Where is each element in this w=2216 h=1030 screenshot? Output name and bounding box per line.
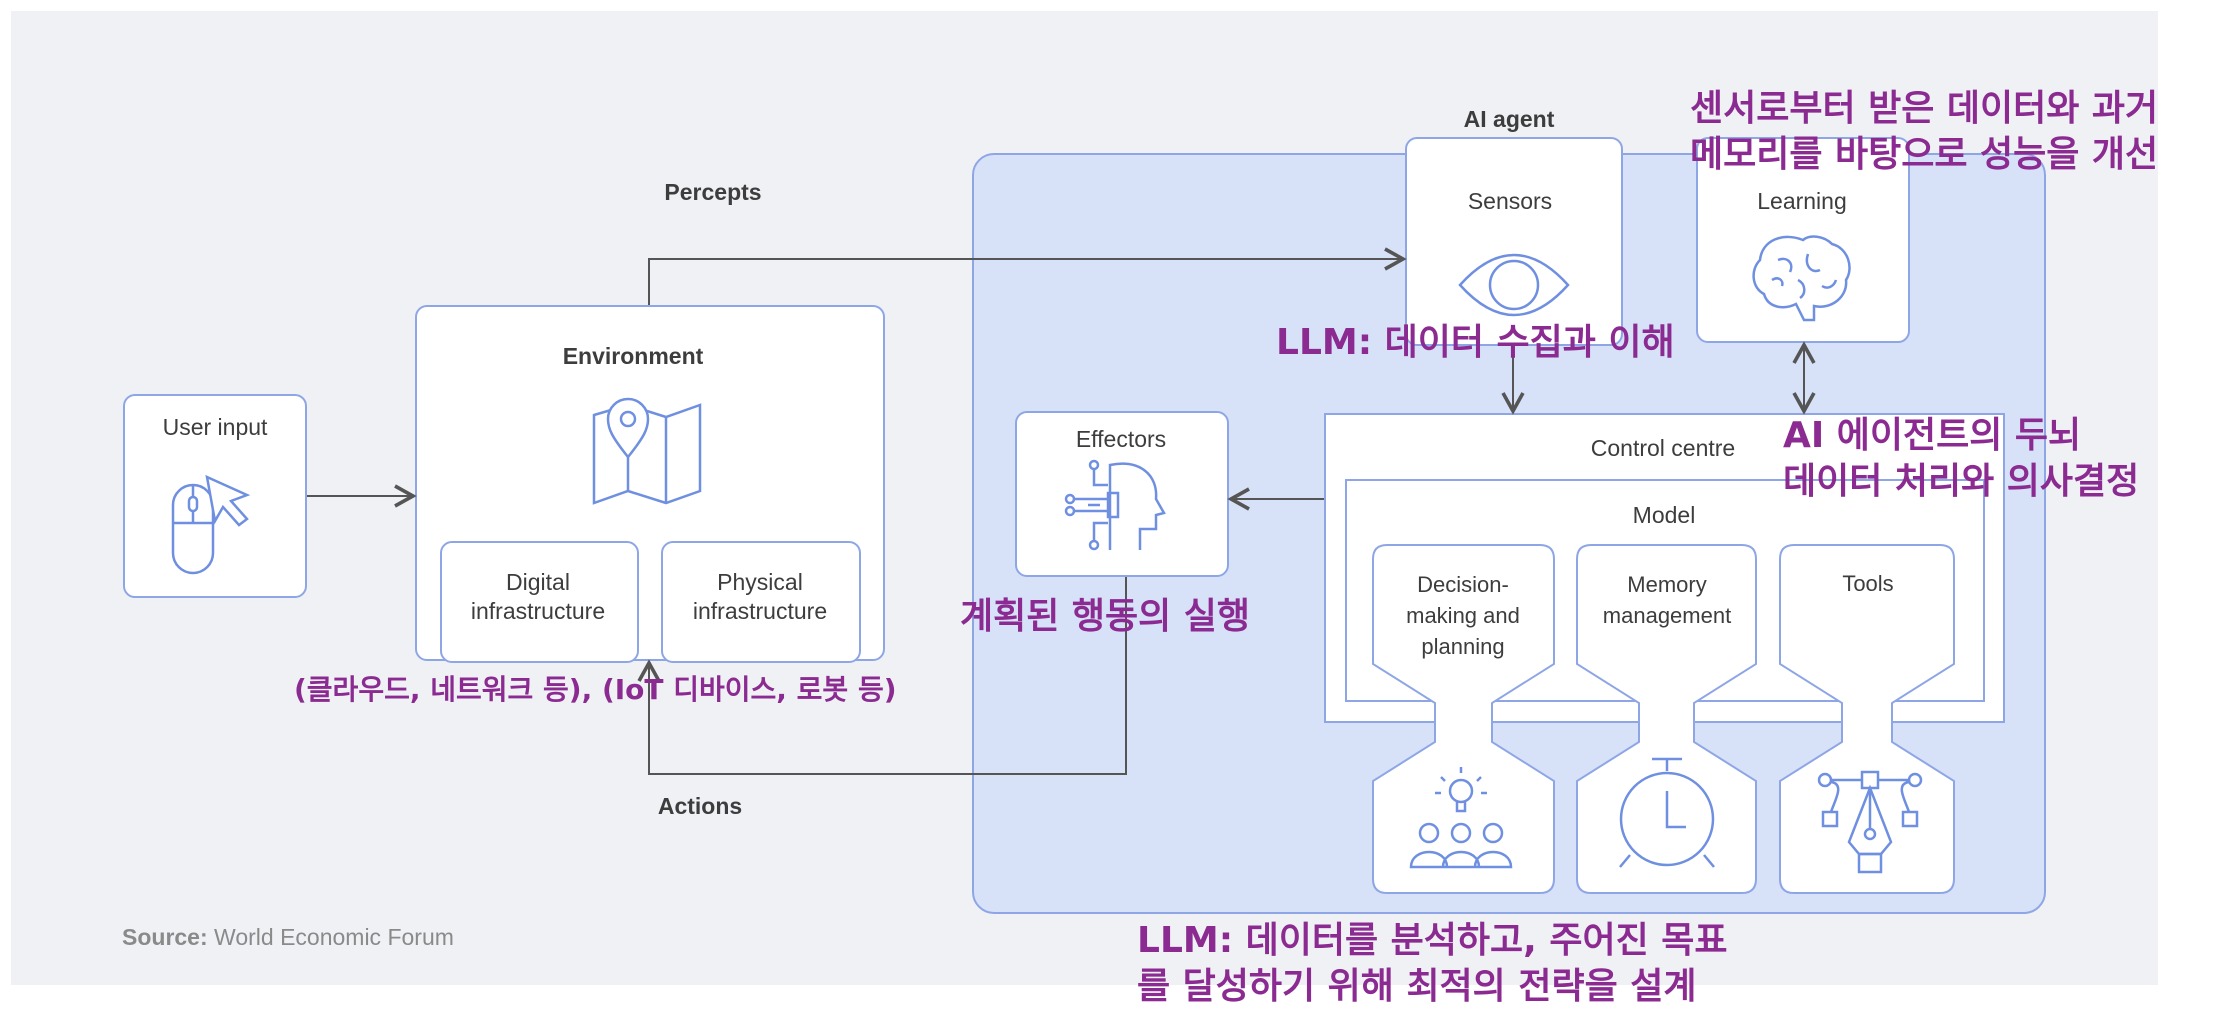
eye-icon [1458, 253, 1570, 317]
lightbulb-team-icon [1409, 767, 1513, 869]
learning-annotation-line-2: 메모리를 바탕으로 성능을 개선 [1690, 134, 2159, 176]
user-input-label: User input [162, 414, 268, 440]
mouse-cursor-icon [171, 474, 251, 575]
physical-infrastructure-box [661, 541, 861, 663]
control-annotation-line-2: 데이터 처리와 의사결정 [1783, 461, 2140, 503]
decision-line-1: Decision- [1417, 572, 1509, 597]
digital-line-2: infrastructure [470, 597, 606, 624]
decision-line-3: planning [1421, 633, 1505, 659]
model-annotation-line-2: 를 달성하기 위해 최적의 전략을 설계 [1137, 966, 1697, 1008]
infrastructure-annotation: (클라우드, 네트워크 등), (IoT 디바이스, 로봇 등) [294, 673, 897, 706]
model-label: Model [1632, 502, 1696, 528]
effectors-label: Effectors [1075, 426, 1167, 452]
ai-head-icon [1064, 459, 1166, 551]
source-note: Source: World Economic Forum [122, 924, 454, 951]
actions-arrow [637, 577, 1127, 775]
decision-making-label: Decision-making and planning [1406, 570, 1520, 662]
tools-label: Tools [1842, 571, 1894, 596]
pen-tool-icon [1817, 770, 1923, 874]
clock-icon [1619, 757, 1715, 868]
memory-line-1: Memory [1627, 572, 1707, 597]
control-centre-label: Control centre [1590, 435, 1736, 461]
percepts-label: Percepts [664, 179, 762, 205]
control-annotation-line-1: AI 에이전트의 두뇌 [1783, 415, 2082, 456]
learning-annotation-line-1: 센서로부터 받은 데이터와 과거 [1690, 88, 2159, 129]
sensors-annotation: LLM: 데이터 수집과 이해 [1276, 322, 1675, 363]
decision-making-column [1372, 544, 1555, 894]
sensors-label: Sensors [1467, 188, 1553, 214]
digital-infrastructure-box [440, 541, 639, 663]
actions-label: Actions [657, 793, 743, 819]
map-pin-icon [592, 397, 702, 505]
memory-line-2: management [1602, 602, 1732, 628]
source-text: World Economic Forum [207, 924, 454, 950]
effectors-annotation: 계획된 행동의 실행 [960, 596, 1251, 637]
physical-line-1: Physical [717, 569, 803, 595]
source-bold: Source: [122, 924, 208, 950]
model-annotation-line-1: LLM: 데이터를 분석하고, 주어진 목표 [1137, 920, 1728, 961]
brain-icon [1752, 235, 1851, 322]
effectors-box [1015, 411, 1229, 577]
digital-line-1: Digital [506, 569, 570, 595]
learning-label: Learning [1757, 188, 1847, 214]
tools-column [1779, 544, 1955, 894]
ai-agent-label: AI agent [1463, 106, 1555, 132]
sensors-box [1405, 137, 1623, 346]
environment-label: Environment [562, 343, 704, 369]
physical-line-2: infrastructure [692, 597, 828, 624]
percepts-arrow [648, 247, 1407, 305]
decision-line-2: making and [1406, 602, 1520, 628]
memory-management-label: Memory management [1603, 570, 1731, 632]
